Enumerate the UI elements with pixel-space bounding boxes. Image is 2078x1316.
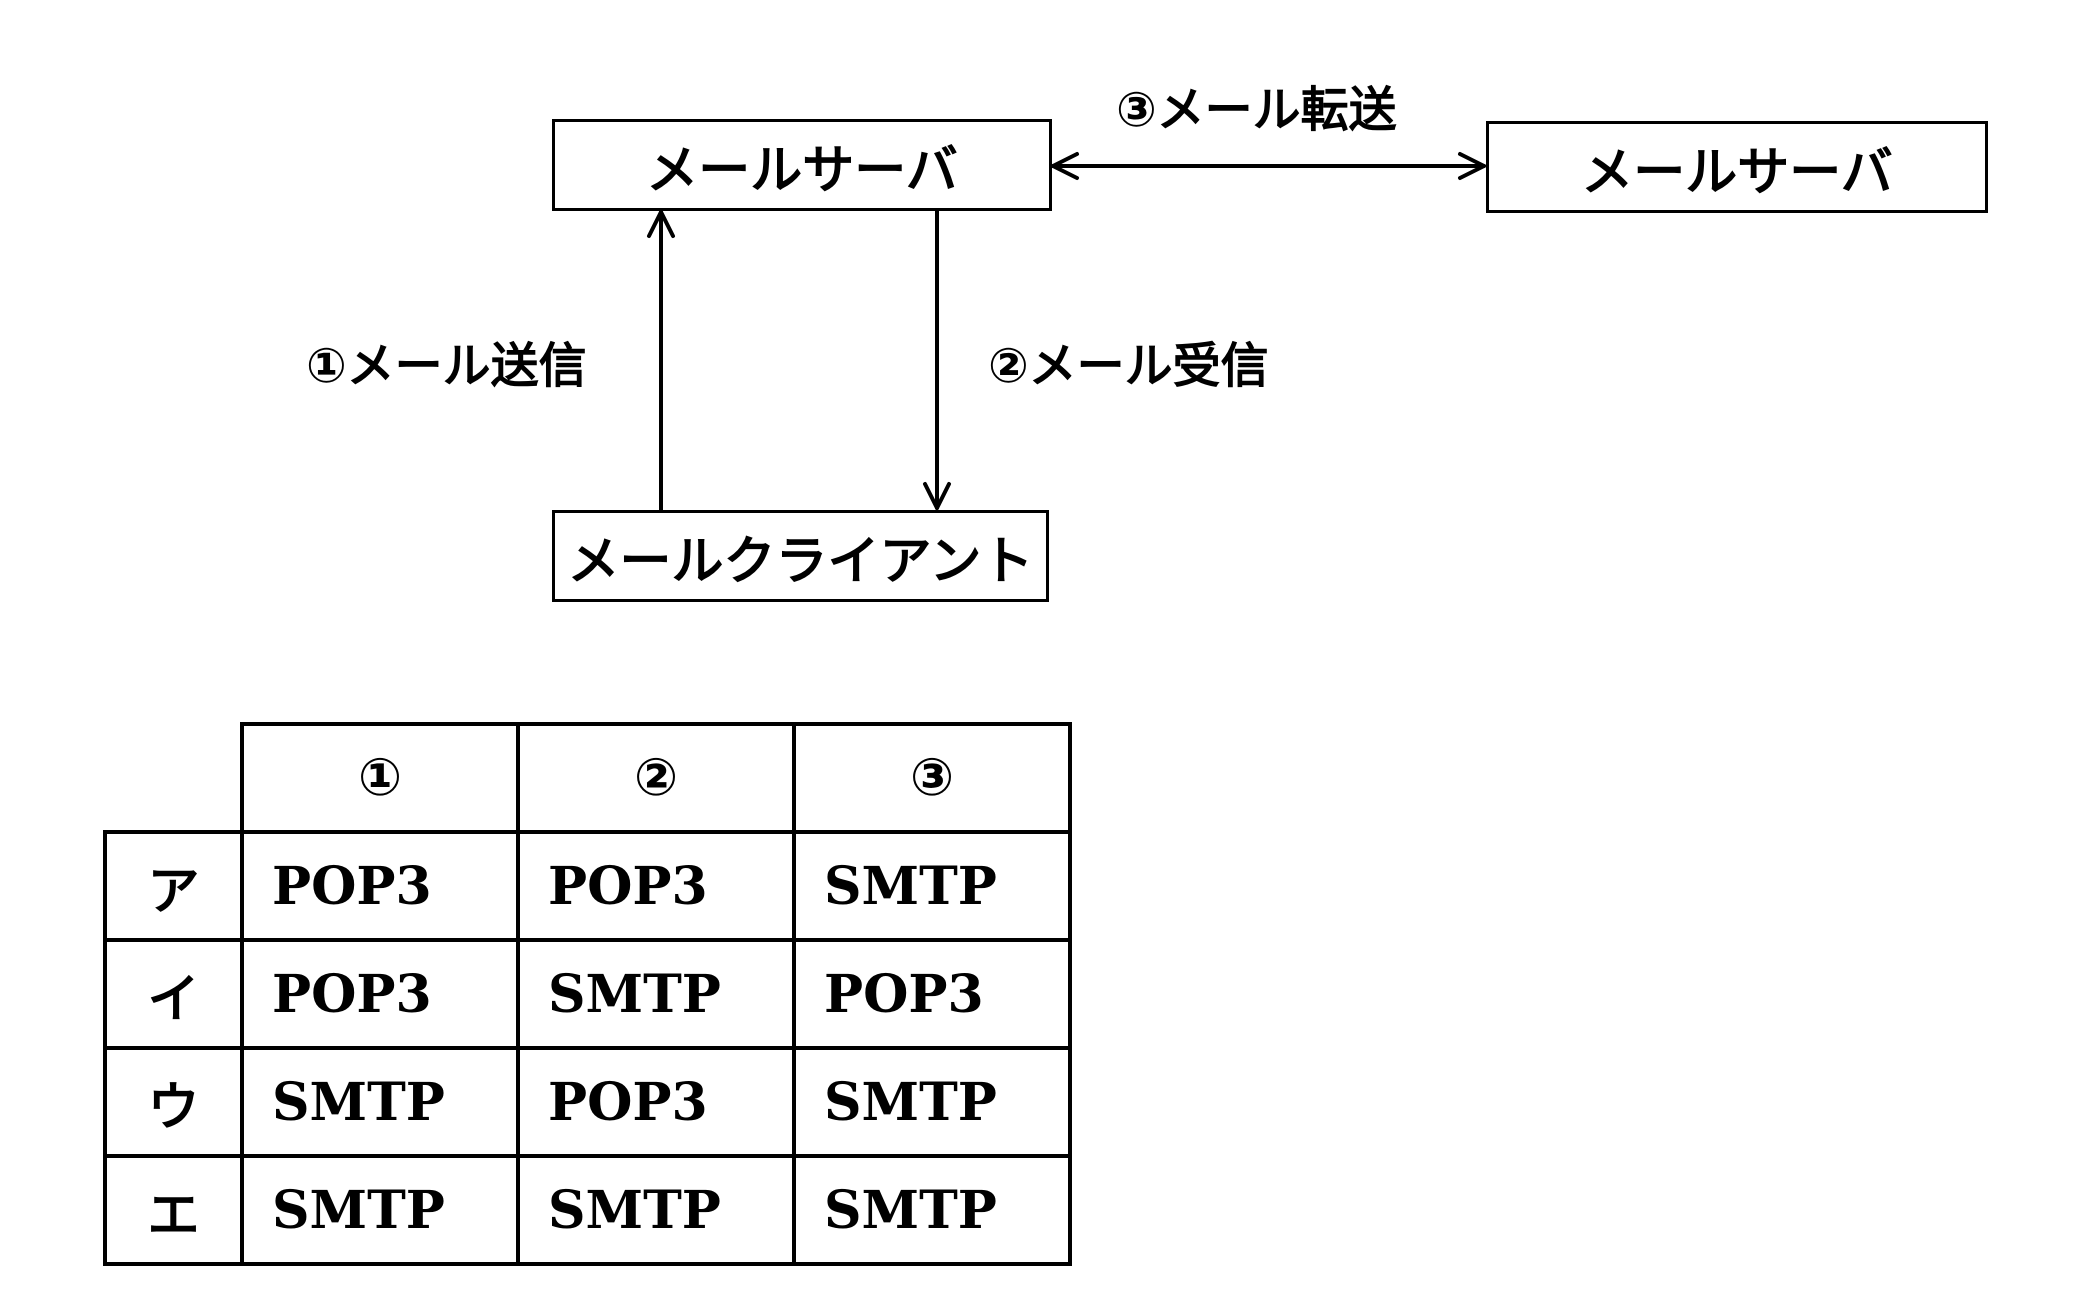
receive-arrow [923,209,951,510]
send-arrow [647,210,675,512]
table-cell: SMTP [792,830,1072,942]
table-cell: SMTP [516,1154,796,1266]
table-corner [105,724,242,832]
mail-client-label: メールクライアント [567,531,1034,592]
mail-send-label: ①メール送信 [306,338,587,394]
table-cell: SMTP [240,1046,520,1158]
table-row: エ SMTP SMTP SMTP [103,1154,1072,1266]
row-label: ウ [103,1046,244,1158]
table-cell: SMTP [792,1046,1072,1158]
table-cell: SMTP [792,1154,1072,1266]
table-cell: POP3 [240,830,520,942]
row-label: ア [103,830,244,942]
header-col-2: ② [516,722,796,834]
table-cell: POP3 [792,938,1072,1050]
mail-server-left-label: メールサーバ [646,140,958,201]
mail-server-right-label: メールサーバ [1581,142,1893,203]
transfer-arrow [1051,152,1486,180]
table-cell: SMTP [240,1154,520,1266]
mail-server-left-box: メールサーバ [552,119,1052,211]
table-cell: POP3 [240,938,520,1050]
row-label: イ [103,938,244,1050]
mail-receive-label: ②メール受信 [988,338,1269,394]
table-header-row: ① ② ③ [105,722,1072,834]
table-row: イ POP3 SMTP POP3 [103,938,1072,1050]
table-row: ウ SMTP POP3 SMTP [103,1046,1072,1158]
table-cell: POP3 [516,1046,796,1158]
header-col-1: ① [240,722,520,834]
mail-transfer-label: ③メール転送 [1116,82,1397,138]
header-col-3: ③ [792,722,1072,834]
row-label: エ [103,1154,244,1266]
answer-choices-table: ① ② ③ ア POP3 POP3 SMTP イ POP3 SMTP POP3 … [103,722,1072,1266]
mail-client-box: メールクライアント [552,510,1049,602]
table-cell: SMTP [516,938,796,1050]
table-cell: POP3 [516,830,796,942]
diagram-arrows [647,152,1486,512]
table-row: ア POP3 POP3 SMTP [103,830,1072,942]
mail-server-right-box: メールサーバ [1486,121,1988,213]
